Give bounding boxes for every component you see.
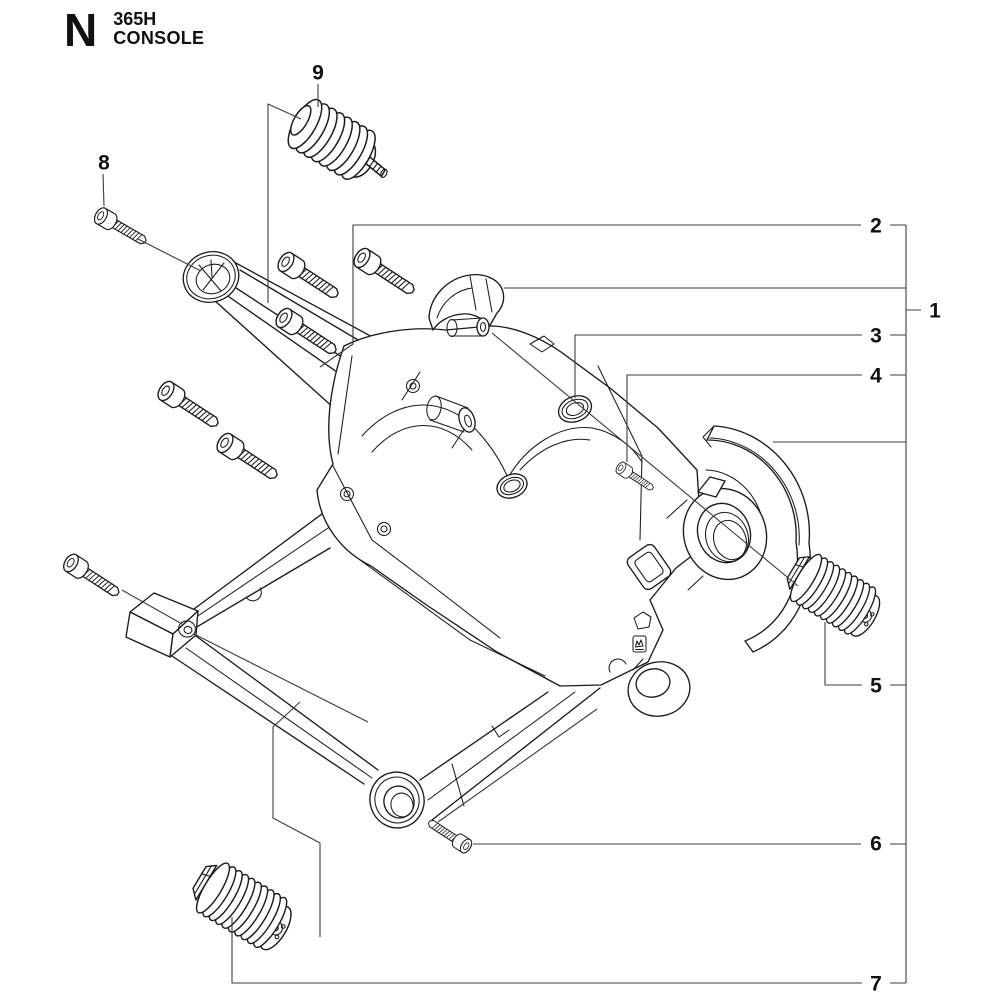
bracket-ticks (890, 224, 921, 984)
model-number: 365H (113, 9, 157, 29)
page-header: N 365H CONSOLE (64, 4, 204, 56)
header-titles: 365H CONSOLE (113, 8, 204, 48)
page-title: CONSOLE (113, 28, 205, 48)
leader-7-mount (272, 701, 321, 937)
cap-screw (154, 377, 224, 434)
damper-spring-9 (287, 98, 388, 180)
cable-pocket (626, 543, 672, 591)
screw-6 (424, 815, 475, 856)
handle-tube-end (369, 771, 425, 829)
vent-hole (633, 611, 652, 630)
axis-spring-5 (491, 332, 799, 587)
section-letter: N (64, 4, 98, 56)
screw-8 (91, 205, 151, 250)
axis-screw-6 (437, 708, 598, 823)
cap-screw (60, 551, 124, 603)
axis-foot-screw (121, 589, 369, 723)
callout-7: 7 (870, 973, 882, 996)
callout-5: 5 (870, 675, 882, 698)
leader-lines (102, 84, 921, 984)
callout-9: 9 (312, 62, 324, 85)
trigger-pivot-cylinder (426, 395, 476, 433)
callout-2: 2 (870, 215, 882, 238)
callout-1: 1 (929, 300, 941, 323)
callout-4: 4 (870, 365, 882, 388)
leader-2 (319, 224, 861, 368)
lower-hook-clamp (627, 658, 691, 717)
lockout-lever (428, 273, 505, 338)
leader-5 (824, 622, 862, 686)
leader-8 (102, 173, 105, 207)
callout-8: 8 (98, 152, 110, 175)
grommet-lower (496, 473, 528, 499)
foot-mount (125, 592, 199, 658)
callout-numbers: 1 2 3 4 5 6 7 8 9 (98, 62, 941, 996)
cap-screw (274, 248, 344, 305)
leader-9-mount (267, 103, 302, 303)
console-assembly (60, 98, 890, 957)
leader-3 (574, 334, 862, 398)
callout-3: 3 (870, 325, 882, 348)
callout-6: 6 (870, 833, 882, 856)
lower-rails (167, 501, 601, 821)
brand-crown-logo (632, 635, 647, 653)
damper-spring-5 (777, 545, 890, 644)
console-body (316, 325, 703, 687)
cap-screw (213, 429, 283, 486)
leader-4 (626, 374, 862, 462)
damper-spring-7 (183, 854, 302, 957)
handlebar-ring (182, 251, 240, 303)
leader-8-mount (137, 238, 202, 272)
cap-screw (350, 244, 420, 301)
leader-7 (231, 917, 862, 984)
clamp-knuckle (666, 476, 768, 591)
